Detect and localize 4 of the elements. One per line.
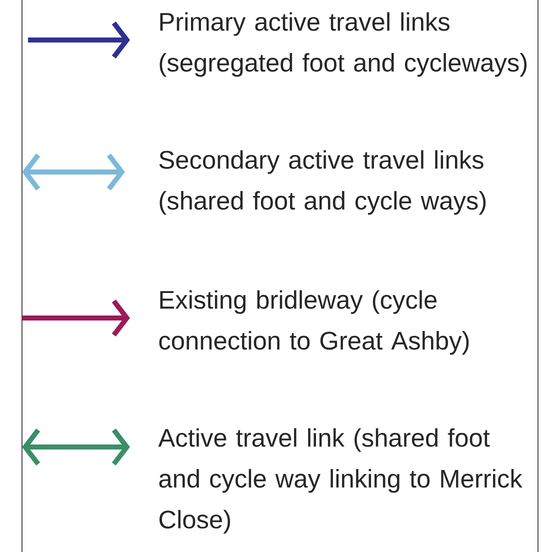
legend-label: Existing bridleway (cycle connection to Great Ashby) xyxy=(159,290,469,355)
legend-label: Primary active travel links (segregated foot and cycleways) xyxy=(160,12,527,77)
legend-label: Active travel link (shared foot and cycle way linking to Merrick Close) xyxy=(158,428,522,534)
legend-label: Secondary active travel links (shared foot and cycle ways) xyxy=(159,150,486,215)
